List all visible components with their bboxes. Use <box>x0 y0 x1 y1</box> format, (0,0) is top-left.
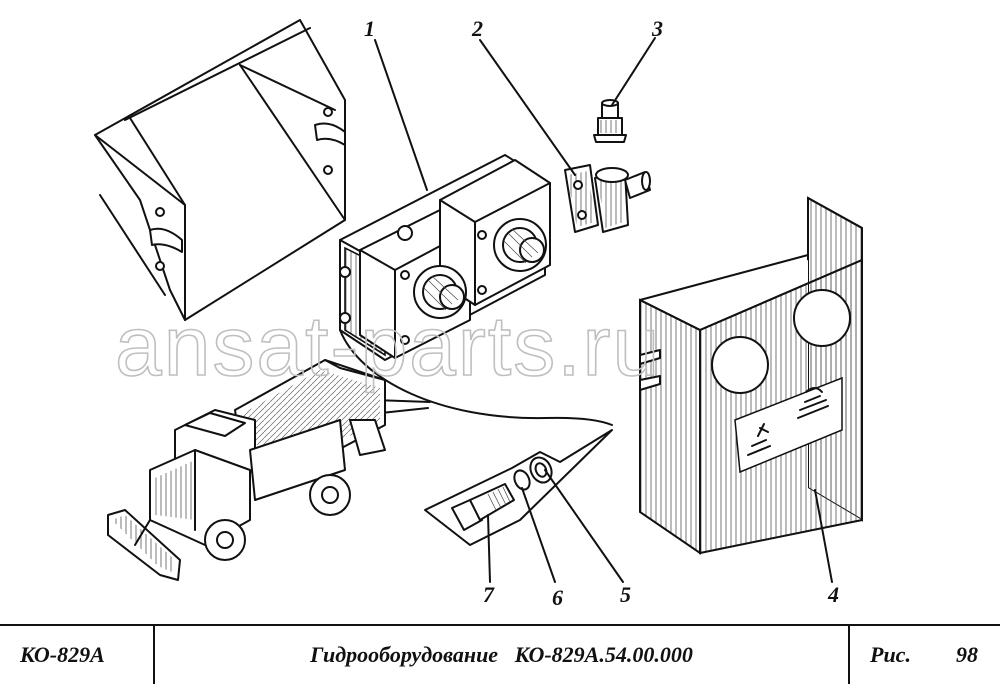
mounting-plate <box>94 19 346 321</box>
lock-washer-part <box>513 469 531 491</box>
valve-spool-left <box>413 265 467 319</box>
callout-7: 7 <box>483 582 495 607</box>
bracket-fitting <box>564 164 651 233</box>
figure-label: Рис. <box>870 642 911 667</box>
cover-hole-left <box>711 336 769 394</box>
watermark-text: ansat-parts.ru <box>115 299 661 393</box>
model-code: КО-829А <box>0 626 155 684</box>
cover-label-plate <box>734 376 843 474</box>
hydraulic-valve-block <box>339 154 551 361</box>
callout-5: 5 <box>620 582 631 607</box>
callout-1: 1 <box>364 16 375 41</box>
flat-washer-part <box>529 456 553 484</box>
figure-number: 98 <box>956 642 978 667</box>
valve-spool-right <box>493 218 547 272</box>
protective-cover <box>638 196 863 555</box>
spreader-truck <box>107 359 386 581</box>
detail-leader-arc <box>339 329 613 426</box>
callout-6: 6 <box>552 585 563 610</box>
callout-3: 3 <box>651 16 663 41</box>
callout-4: 4 <box>827 582 839 607</box>
drawing-title: Гидрооборудование КО-829А.54.00.000 <box>155 626 850 684</box>
bolt-part <box>451 483 515 531</box>
title-block: КО-829А Гидрооборудование КО-829А.54.00.… <box>0 624 1000 684</box>
exploded-parts-diagram: 1 2 3 4 5 6 7 ansat-parts.ru <box>94 16 863 610</box>
cover-hole-right <box>793 289 851 347</box>
fastener-group <box>424 429 613 546</box>
figure-reference: Рис. 98 <box>850 626 1000 684</box>
leader-lines <box>374 37 833 583</box>
union-nipple <box>593 99 627 143</box>
callout-2: 2 <box>471 16 483 41</box>
